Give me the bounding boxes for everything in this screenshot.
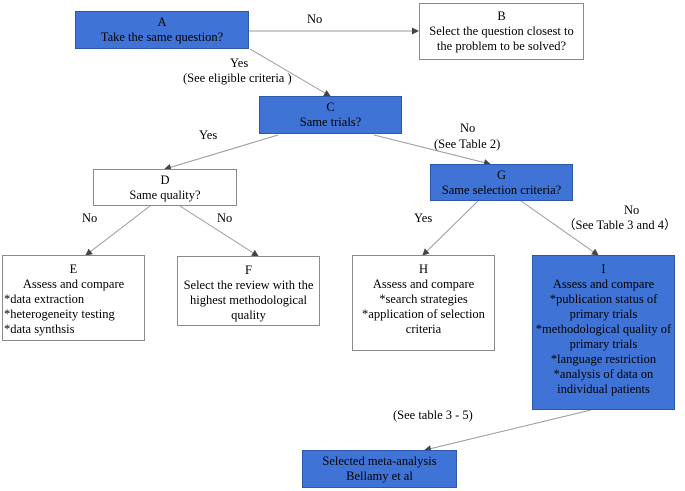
label-i-final: (See table 3 - 5) xyxy=(393,408,473,422)
edge-d-e xyxy=(85,205,151,256)
node-e-item-3: *data synthsis xyxy=(4,322,75,336)
node-a-text: Take the same question? xyxy=(100,30,224,44)
node-i-item-4b: individual patients xyxy=(557,382,650,396)
node-h-heading: Assess and compare xyxy=(372,277,475,291)
node-h: H Assess and compare *search strategies … xyxy=(352,255,495,351)
node-i-item-4: *analysis of data on xyxy=(553,367,654,381)
node-i-item-1: *publication status of xyxy=(549,292,658,306)
node-e-item-1: *data extraction xyxy=(4,292,85,306)
node-g: G Same selection criteria? xyxy=(430,164,573,201)
node-b-text-1: Select the question closest to xyxy=(429,24,574,38)
edge-c-d xyxy=(164,134,279,171)
node-g-id: G xyxy=(496,167,507,182)
node-i-id: I xyxy=(601,262,606,276)
node-h-item-2: *application of selection xyxy=(362,307,485,321)
node-i-item-2: *methodological quality of xyxy=(535,322,672,336)
node-e-heading: Assess and compare xyxy=(22,277,125,291)
label-g-i-table: （See Table 3 and 4） xyxy=(563,218,677,232)
node-final-text-2: Bellamy et al xyxy=(346,469,413,483)
node-i-item-2b: primary trials xyxy=(569,337,638,351)
node-a-id: A xyxy=(157,15,167,29)
node-f-text-3: quality xyxy=(231,308,266,322)
node-b-text-2: the problem to be solved? xyxy=(436,39,567,53)
label-c-g-table: (See Table 2) xyxy=(434,137,501,151)
label-g-h: Yes xyxy=(414,211,433,225)
node-e-item-2: *heterogeneity testing xyxy=(4,307,115,321)
node-b: B Select the question closest to the pro… xyxy=(419,3,584,60)
edge-d-f xyxy=(179,205,259,257)
node-h-item-1: *search strategies xyxy=(379,292,468,306)
node-d: D Same quality? xyxy=(93,169,237,206)
edge-i-final xyxy=(424,409,592,452)
node-i: I Assess and compare *publication status… xyxy=(532,255,675,410)
node-e-id: E xyxy=(69,262,78,276)
node-f: F Select the review with the highest met… xyxy=(177,256,320,326)
edge-g-h xyxy=(422,200,479,256)
label-c-g-no: No xyxy=(460,121,476,135)
label-a-c-criteria: (See eligible criteria ) xyxy=(183,71,292,85)
node-f-text-2: highest methodological xyxy=(190,293,307,307)
node-d-text: Same quality? xyxy=(129,187,201,202)
node-d-id: D xyxy=(160,172,170,187)
label-a-b: No xyxy=(307,12,323,26)
node-c: C Same trials? xyxy=(259,96,402,134)
edge-c-g xyxy=(373,134,491,166)
edge-a-c xyxy=(249,48,331,97)
label-d-f: No xyxy=(217,211,233,225)
node-h-item-3: criteria xyxy=(405,322,442,336)
edge-g-i xyxy=(520,200,599,256)
label-d-e: No xyxy=(82,211,98,225)
node-i-item-3: *language restriction xyxy=(550,352,657,366)
node-c-id: C xyxy=(326,100,335,114)
node-b-id: B xyxy=(497,9,506,23)
node-g-text: Same selection criteria? xyxy=(441,182,562,197)
label-g-i-no: No xyxy=(624,203,640,217)
label-c-d: Yes xyxy=(199,128,218,142)
node-final: Selected meta-analysis Bellamy et al xyxy=(302,450,457,488)
node-final-text-1: Selected meta-analysis xyxy=(322,454,437,468)
node-f-id: F xyxy=(245,263,252,277)
node-a: A Take the same question? xyxy=(75,11,249,49)
node-i-item-1b: primary trials xyxy=(569,307,638,321)
node-f-text-1: Select the review with the xyxy=(183,278,314,292)
node-h-id: H xyxy=(418,262,429,276)
label-a-c-yes: Yes xyxy=(230,56,249,70)
node-e: E Assess and compare *data extraction *h… xyxy=(2,255,145,341)
node-i-heading: Assess and compare xyxy=(552,277,655,291)
node-c-text: Same trials? xyxy=(299,115,362,129)
